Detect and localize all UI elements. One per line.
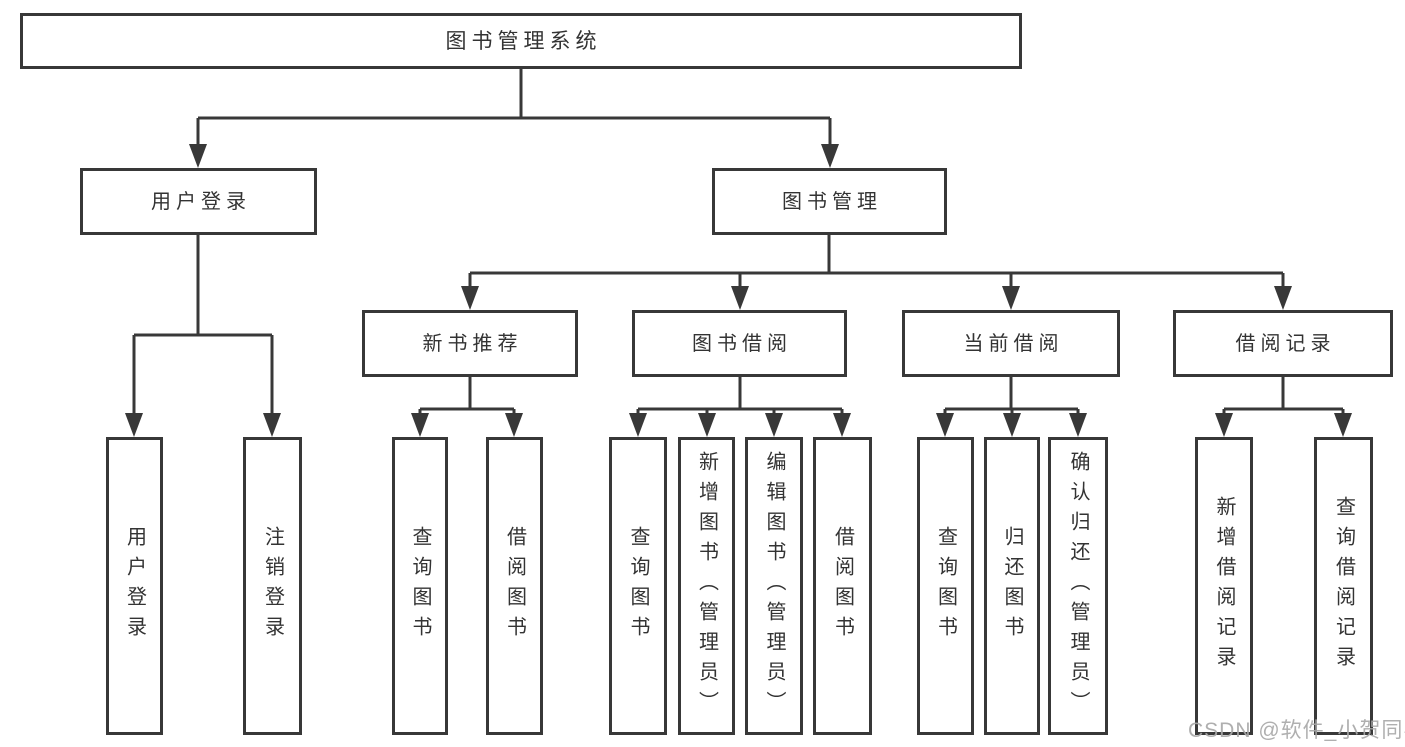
node-book-management: 图书管理 [712, 168, 947, 235]
leaf-query-borrow-record: 查询借阅记录 [1314, 437, 1373, 735]
csdn-watermark: CSDN @软件_小贺同学 [1188, 719, 1405, 742]
leaf-user-login: 用户登录 [106, 437, 163, 735]
node-user-login: 用户登录 [80, 168, 317, 235]
node-borrowing-records: 借阅记录 [1173, 310, 1393, 377]
node-new-book-recommend: 新书推荐 [362, 310, 578, 377]
leaf-add-books-admin: 新增图书（管理员） [678, 437, 735, 735]
node-book-borrowing: 图书借阅 [632, 310, 847, 377]
leaf-add-borrow-record: 新增借阅记录 [1195, 437, 1253, 735]
leaf-query-books-current: 查询图书 [917, 437, 974, 735]
leaf-confirm-return-admin: 确认归还（管理员） [1048, 437, 1108, 735]
node-library-management-system: 图书管理系统 [20, 13, 1022, 69]
leaf-logout: 注销登录 [243, 437, 302, 735]
leaf-query-books-recommend: 查询图书 [392, 437, 448, 735]
leaf-borrow-books-recommend: 借阅图书 [486, 437, 543, 735]
leaf-return-books: 归还图书 [984, 437, 1040, 735]
leaf-borrow-books: 借阅图书 [813, 437, 872, 735]
leaf-edit-books-admin: 编辑图书（管理员） [745, 437, 803, 735]
node-current-borrowing: 当前借阅 [902, 310, 1120, 377]
arrowheads [125, 144, 1352, 437]
leaf-query-books-borrowing: 查询图书 [609, 437, 667, 735]
